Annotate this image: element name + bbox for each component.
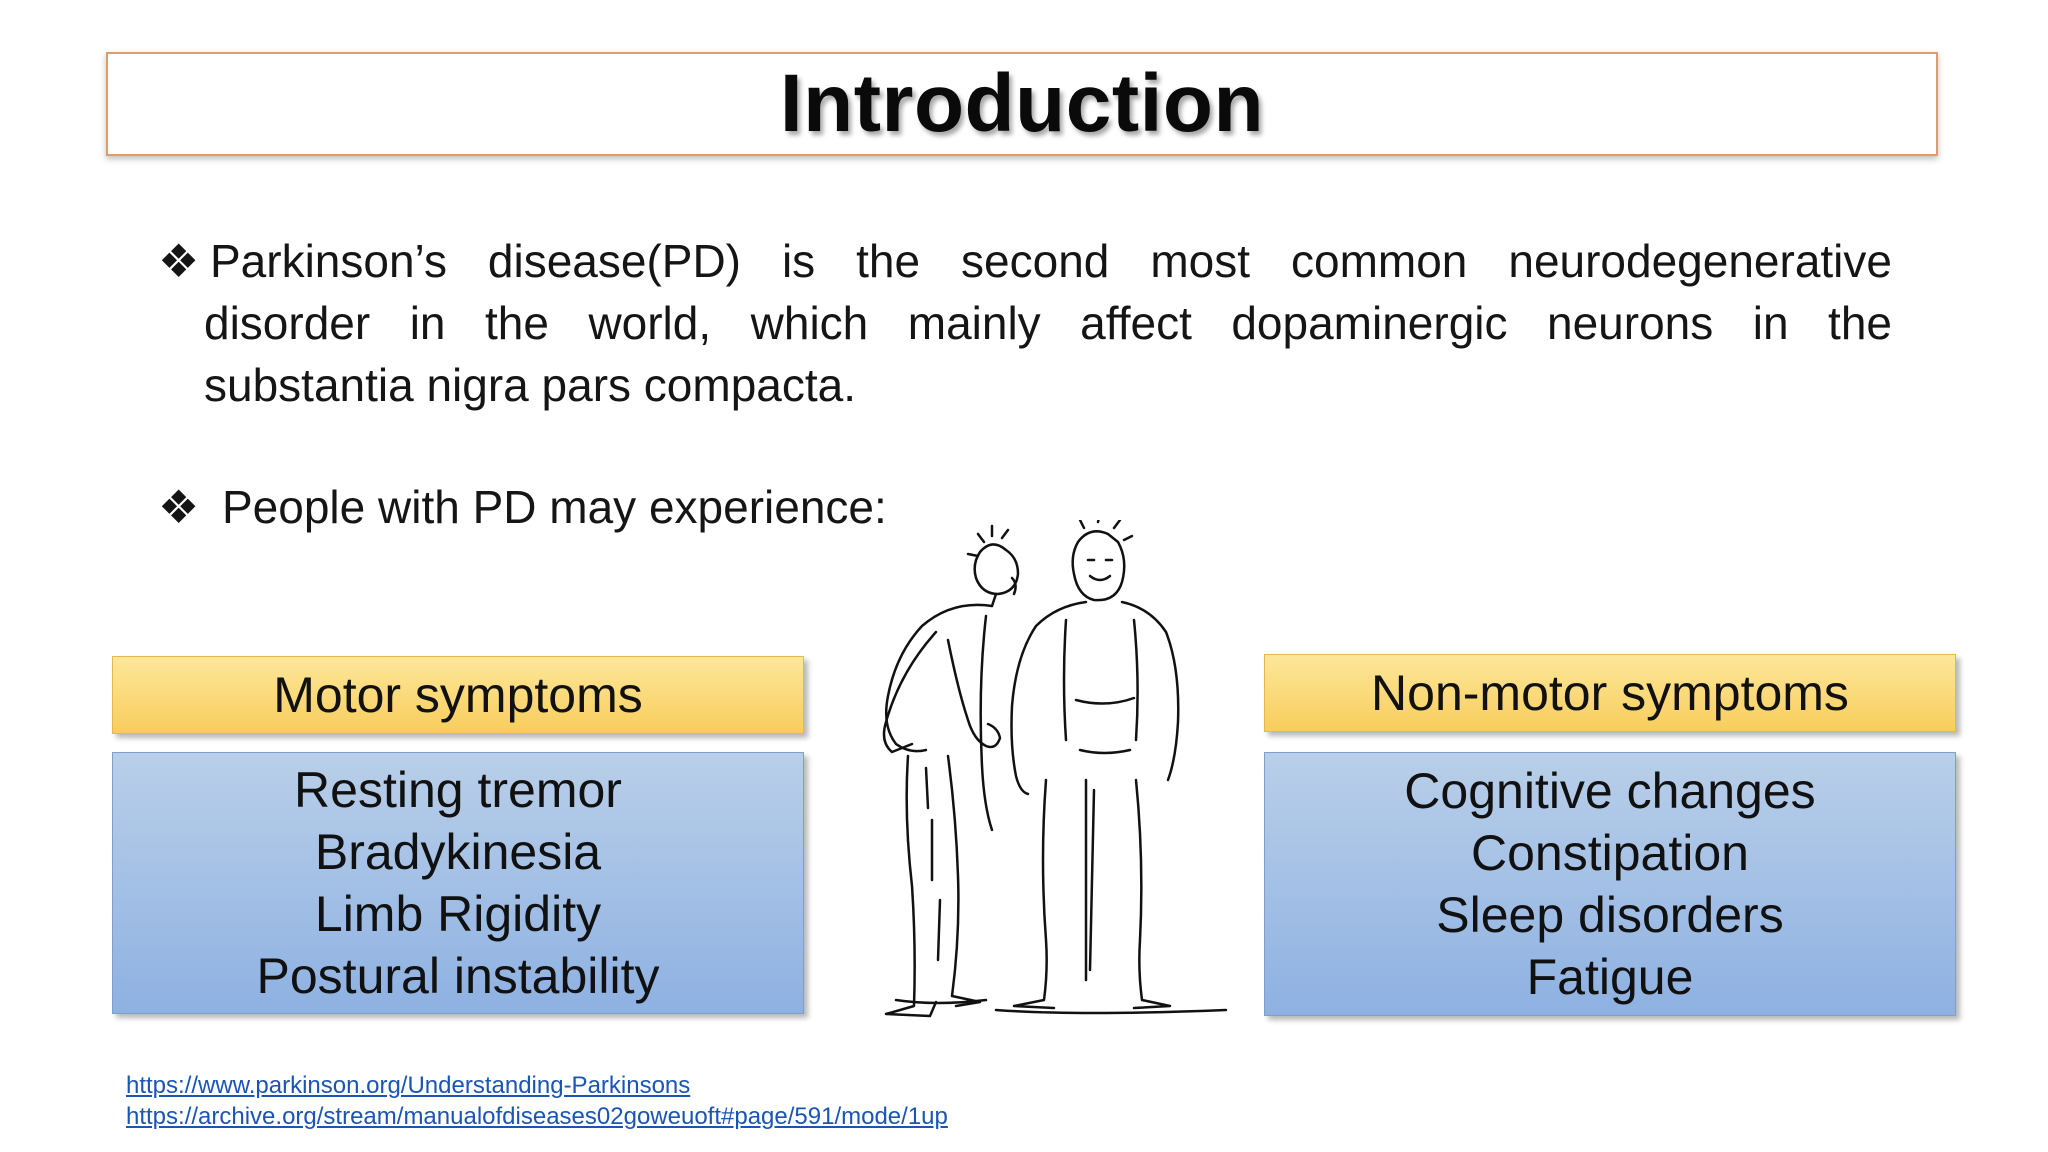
bullet-line-3: substantia nigra pars compacta.	[204, 359, 857, 411]
diamond-bullet-icon: ❖	[158, 235, 200, 287]
list-item: Postural instability	[256, 948, 660, 1004]
list-item: Limb Rigidity	[314, 886, 602, 942]
list-item: Resting tremor	[294, 762, 622, 818]
list-item: Sleep disorders	[1436, 887, 1784, 943]
stooped-man-right-figure	[994, 520, 1228, 1015]
list-item: Cognitive changes	[1404, 763, 1816, 819]
reference-link-archive-org[interactable]: https://archive.org/stream/manualofdisea…	[126, 1103, 948, 1130]
parkinsonian-figures-illustration	[882, 520, 1228, 1018]
bullet-line-2: disorder in the world, which mainly affe…	[204, 297, 1892, 349]
bullet-experience: ❖ People with PD may experience:	[158, 476, 887, 538]
diamond-bullet-icon: ❖	[158, 481, 200, 533]
stooped-man-left-figure	[882, 524, 1020, 1018]
references: https://www.parkinson.org/Understanding-…	[126, 1070, 948, 1132]
list-item: Fatigue	[1526, 949, 1694, 1005]
list-item: Constipation	[1471, 825, 1749, 881]
bullet-line-1: ❖Parkinson’s disease(PD) is the second m…	[158, 230, 1892, 292]
title-box: Introduction	[106, 52, 1938, 156]
slide-title: Introduction	[779, 58, 1265, 149]
bullet-experience-text: People with PD may experience:	[222, 481, 887, 533]
motor-symptoms-header: Motor symptoms	[112, 656, 804, 734]
bullet-pd-definition: ❖Parkinson’s disease(PD) is the second m…	[158, 230, 1892, 416]
non-motor-symptoms-list: Cognitive changes Constipation Sleep dis…	[1264, 752, 1956, 1016]
non-motor-symptoms-header: Non-motor symptoms	[1264, 654, 1956, 732]
reference-link-parkinson-org[interactable]: https://www.parkinson.org/Understanding-…	[126, 1072, 691, 1099]
motor-symptoms-list: Resting tremor Bradykinesia Limb Rigidit…	[112, 752, 804, 1014]
list-item: Bradykinesia	[314, 824, 602, 880]
